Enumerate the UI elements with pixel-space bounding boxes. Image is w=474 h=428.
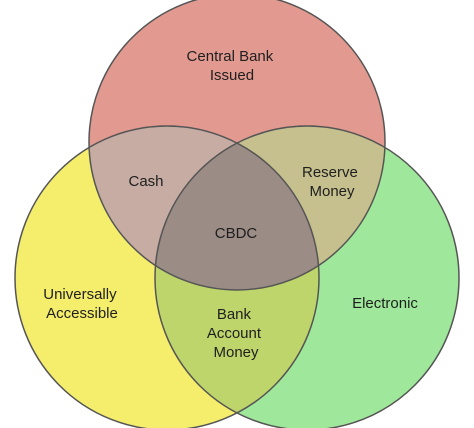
label-reserve-money: Reserve Money: [302, 164, 362, 200]
label-universally-accessible: Universally Accessible: [43, 286, 121, 322]
outline-top: [88, 0, 386, 291]
label-electronic: Electronic: [352, 295, 418, 312]
label-cash: Cash: [128, 173, 163, 190]
outline-left: [14, 125, 320, 428]
label-bank-account-money: Bank Account Money: [207, 306, 265, 361]
outline-right: [154, 125, 460, 428]
label-central-bank-issued: Central Bank Issued: [187, 48, 278, 84]
label-cbdc: CBDC: [215, 225, 258, 242]
